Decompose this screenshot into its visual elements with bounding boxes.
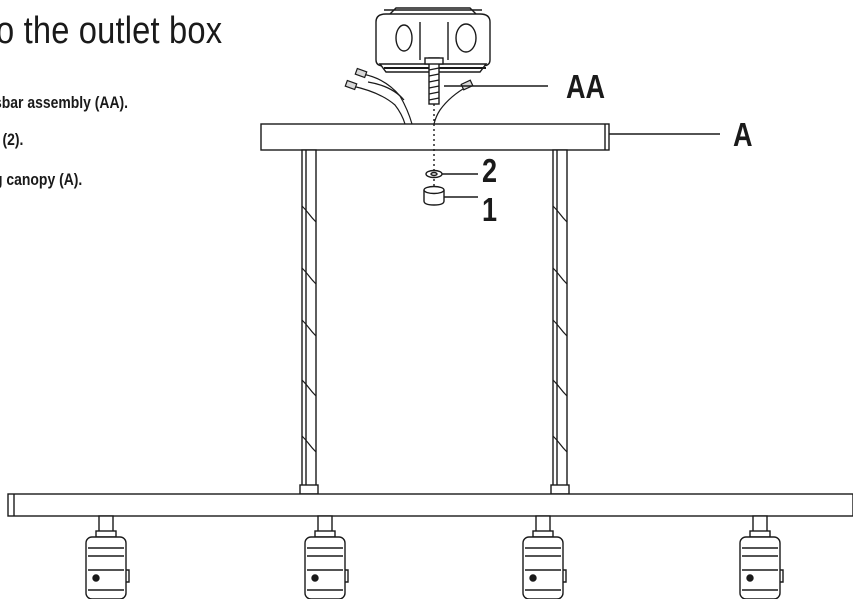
light-bar (7, 493, 853, 517)
lamp-head-4 (739, 515, 784, 599)
rod-left (299, 149, 319, 495)
callout-aa: AA (566, 68, 606, 105)
instruction-heading: o the outlet box (0, 10, 223, 52)
wires (344, 67, 474, 125)
lamp-head-3 (522, 515, 567, 599)
cap-part-1 (423, 185, 478, 206)
callout-2: 2 (482, 152, 498, 189)
step-2-text: t (2). (0, 130, 24, 149)
lamp-head-1 (85, 515, 130, 599)
callout-a: A (733, 116, 753, 153)
rod-right (550, 149, 570, 495)
crossbar-assembly (384, 57, 486, 105)
step-3-text: g canopy (A). (0, 170, 83, 189)
lamp-head-2 (304, 515, 349, 599)
canopy (260, 123, 610, 151)
nut-part-2 (425, 169, 478, 179)
callout-1: 1 (482, 191, 498, 228)
step-1-text: sbar assembly (AA). (0, 93, 129, 112)
